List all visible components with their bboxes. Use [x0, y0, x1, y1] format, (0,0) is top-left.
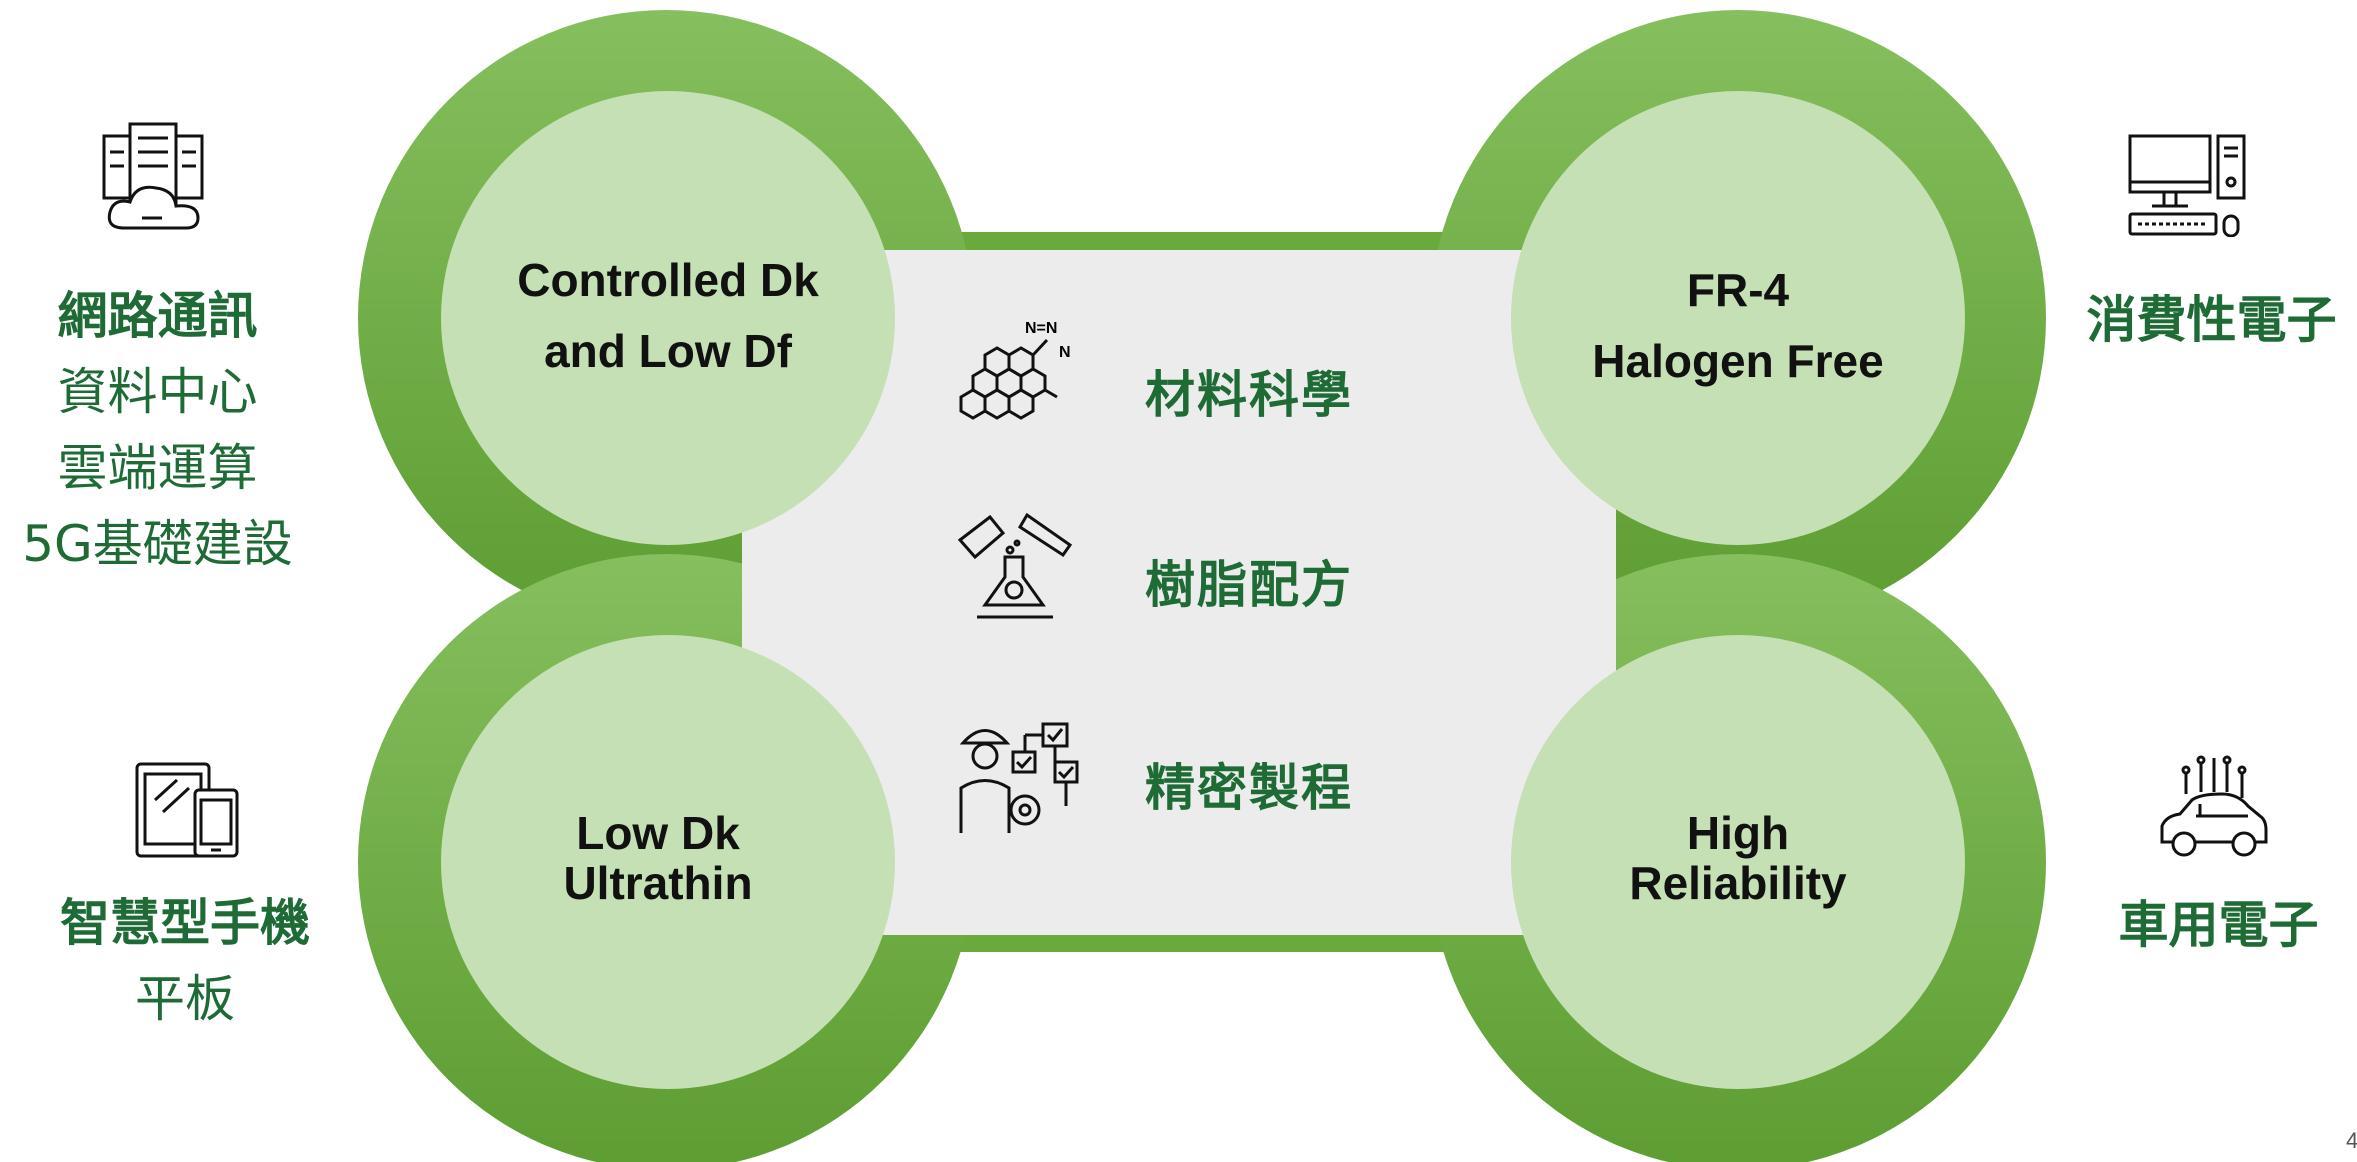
svg-text:N=N: N=N	[1025, 320, 1057, 337]
left-top-line-2: 雲端運算	[57, 439, 258, 497]
circle-label-top-left: Controlled Dk and Low Df	[517, 254, 819, 377]
center-item-process: 精密製程	[1145, 759, 1353, 817]
left-top-line-3: 5G基礎建設	[22, 515, 293, 573]
left-top-title: 網路通訊	[57, 287, 258, 345]
circle-label-top-right: FR-4 Halogen Free	[1592, 264, 1884, 387]
left-bottom-title: 智慧型手機	[60, 894, 310, 952]
molecule-icon: N=N N	[959, 320, 1071, 420]
svg-text:N: N	[1059, 344, 1071, 361]
page-number: 4	[2346, 1128, 2357, 1153]
inner-circle-bottom-left	[441, 635, 895, 1089]
left-top-line-1: 資料中心	[57, 363, 258, 421]
left-top-group: 網路通訊 資料中心 雲端運算 5G基礎建設	[0, 278, 315, 582]
center-item-materials: 材料科學	[1145, 366, 1353, 424]
right-top-title: 消費性電子	[2086, 291, 2337, 349]
chemistry-flask-icon	[957, 512, 1073, 619]
server-cloud-icon	[102, 122, 204, 230]
right-bottom-title: 車用電子	[2118, 896, 2319, 954]
circle-label-bottom-left: Low Dk Ultrathin	[563, 807, 753, 909]
left-bottom-group: 智慧型手機 平板	[30, 885, 340, 1037]
tablet-phone-icon	[135, 762, 239, 858]
inner-circle-bottom-right	[1511, 635, 1965, 1089]
smart-car-icon	[2160, 755, 2268, 857]
center-item-resin: 樹脂配方	[1145, 556, 1353, 614]
engineer-process-icon	[959, 722, 1079, 833]
inner-circle-top-right	[1511, 91, 1965, 545]
inner-circle-top-left	[441, 91, 895, 545]
circle-label-bottom-right: High Reliability	[1629, 807, 1847, 909]
left-bottom-line-1: 平板	[135, 970, 235, 1028]
desktop-computer-icon	[2128, 134, 2246, 237]
